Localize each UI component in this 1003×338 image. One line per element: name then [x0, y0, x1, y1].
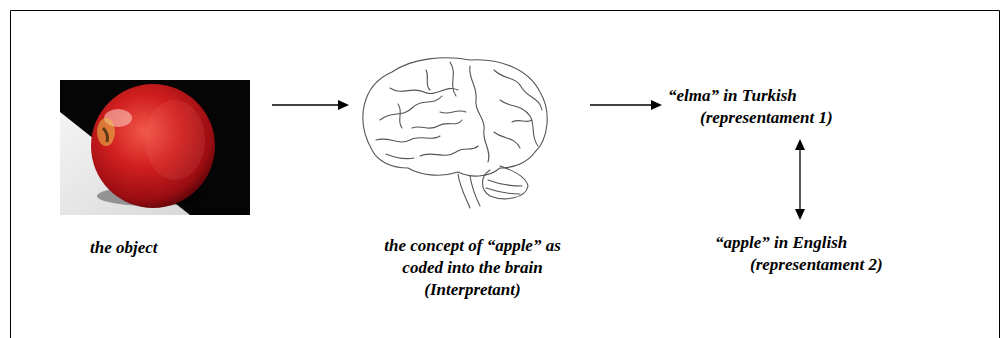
object-node: the object [60, 80, 250, 259]
node-caption: (Interpretant) [355, 279, 590, 301]
apple-photo [60, 80, 250, 215]
interpretant-node: the concept of “apple” as coded into the… [355, 60, 590, 301]
arrow-line [590, 104, 653, 105]
node-caption: (representament 1) [668, 107, 958, 129]
arrow-connector [795, 139, 805, 220]
node-caption: (representament 2) [715, 254, 985, 276]
arrow-line [799, 148, 800, 211]
arrow-line [272, 104, 340, 105]
node-caption: the concept of “apple” as coded into the… [365, 235, 580, 279]
frame-border [11, 11, 1000, 338]
representament-node: “elma” in Turkish(representament 1) [668, 85, 958, 129]
arrow-connector [272, 100, 349, 110]
arrow-head [795, 139, 805, 150]
arrow-connector [590, 100, 662, 110]
node-caption: “elma” in Turkish [668, 85, 958, 107]
representament-node: “apple” in English(representament 2) [715, 232, 985, 276]
node-caption: the object [60, 237, 250, 259]
arrow-head [651, 100, 662, 110]
arrow-head [338, 100, 349, 110]
node-caption: “apple” in English [715, 232, 985, 254]
brain-drawing [363, 58, 547, 208]
arrow-head [795, 209, 805, 220]
